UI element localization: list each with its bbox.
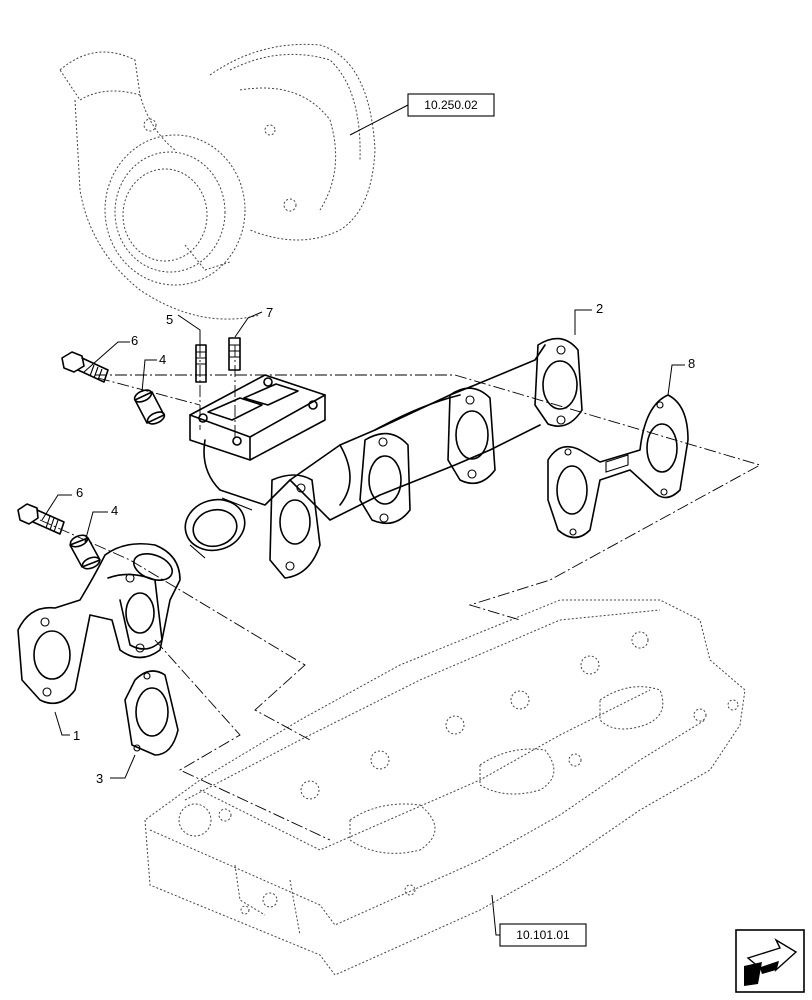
callout-labels: 2 5 7 6 4 8 6 4 1 3 — [73, 301, 695, 786]
callout-7: 7 — [266, 305, 273, 320]
reference-turbocharger[interactable]: 10.250.02 — [407, 93, 495, 117]
gasket-single — [124, 670, 179, 756]
exhaust-elbow — [17, 542, 181, 705]
gasket-double — [547, 394, 689, 539]
stud-7 — [228, 337, 241, 371]
callout-8: 8 — [688, 356, 695, 371]
callout-1: 1 — [73, 728, 80, 743]
callout-2: 2 — [596, 301, 603, 316]
bolt-upper — [61, 351, 109, 383]
bolt-lower — [17, 503, 65, 535]
cylinder-head-phantom — [144, 599, 746, 976]
reference-cylinder-head-label: 10.101.01 — [516, 928, 570, 942]
next-page-arrow-icon[interactable] — [735, 929, 805, 993]
spacer-lower — [69, 534, 101, 570]
callout-4-lower: 4 — [111, 503, 118, 518]
spacer-upper — [133, 389, 166, 425]
assembly-center-lines — [39, 345, 762, 841]
reference-cylinder-head[interactable]: 10.101.01 — [499, 923, 587, 947]
stud-5 — [195, 344, 207, 383]
callout-4-upper: 4 — [159, 352, 166, 367]
leader-lines — [41, 104, 685, 936]
reference-turbocharger-label: 10.250.02 — [424, 98, 478, 112]
callout-3: 3 — [96, 771, 103, 786]
callout-5: 5 — [166, 312, 173, 327]
callout-6-upper: 6 — [131, 333, 138, 348]
exhaust-manifold — [184, 337, 583, 579]
callout-6-lower: 6 — [76, 485, 83, 500]
turbocharger-phantom — [59, 43, 376, 320]
